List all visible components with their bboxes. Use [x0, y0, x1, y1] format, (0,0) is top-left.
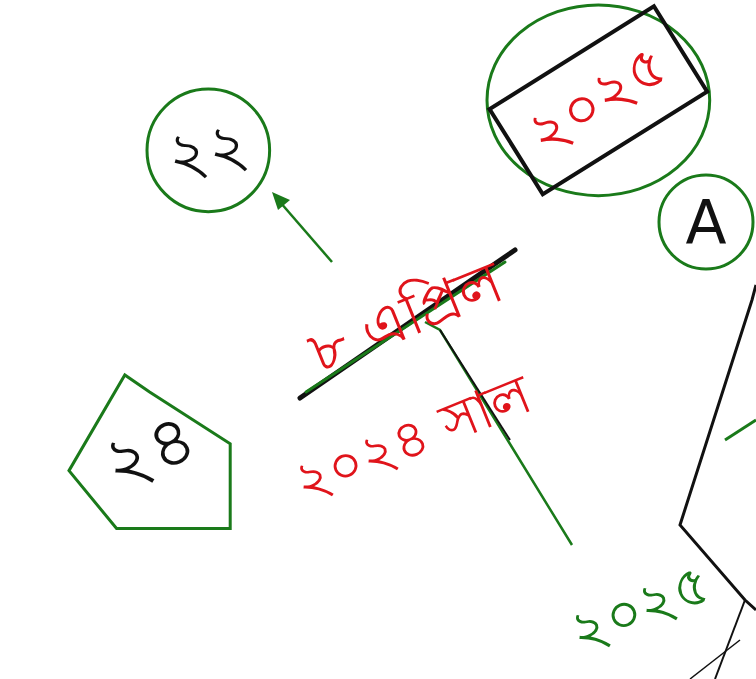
node-text: ২২ — [163, 109, 254, 190]
red-note: ৮ এপ্রিল — [299, 250, 512, 385]
green-note: ২০২৫ — [562, 552, 719, 663]
outline-shape — [715, 600, 745, 679]
leader-line — [280, 202, 332, 262]
red-note: ২০২৪ সাল — [285, 364, 538, 512]
circle-node: A — [657, 173, 755, 271]
node-text: ২০২৫ — [517, 33, 680, 168]
tag-node: ২৪ — [67, 373, 232, 530]
leader-arrowhead — [272, 192, 290, 210]
green-stroke — [725, 420, 756, 440]
outline-shape — [690, 640, 740, 679]
circle-node: ২২ — [145, 87, 272, 214]
node-text: ২৪ — [93, 399, 206, 504]
node-text: A — [685, 189, 726, 255]
year-box: ২০২৫ — [493, 9, 704, 192]
